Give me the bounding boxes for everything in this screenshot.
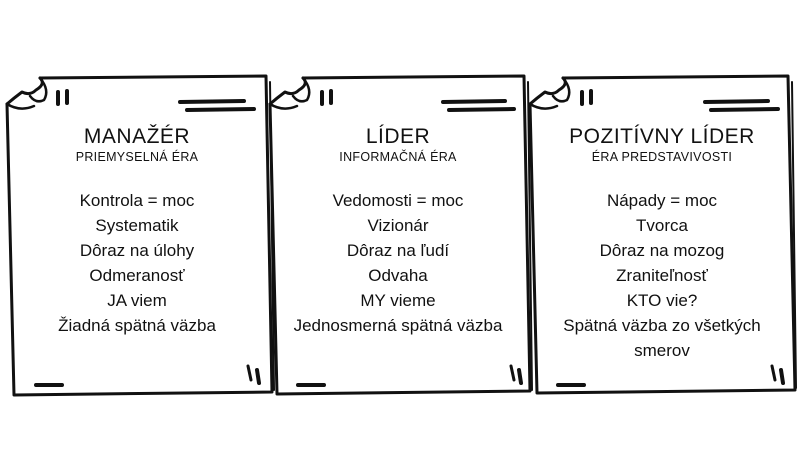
list-item: Žiadná spätná väzba	[58, 316, 216, 335]
card-title: MANAŽÉR	[83, 125, 191, 148]
list-item: JA viem	[107, 291, 167, 310]
card-subtitle: ÉRA PREDSTAVIVOSTI	[591, 150, 733, 164]
list-item: Vedomosti = moc	[332, 191, 464, 210]
list-item: Dôraz na ľudí	[346, 241, 450, 260]
list-item: Dôraz na mozog	[599, 241, 725, 260]
list-item: Dôraz na úlohy	[79, 241, 195, 260]
card-manager: MANAŽÉR PRIEMYSELNÁ ÉRA Kontrola = moc S…	[17, 124, 257, 338]
card-title: LÍDER	[365, 125, 431, 148]
list-item: Kontrola = moc	[79, 191, 195, 210]
card-leader: LÍDER INFORMAČNÁ ÉRA Vedomosti = moc Viz…	[278, 124, 518, 338]
card-item-list: Nápady = moc Tvorca Dôraz na mozog Zrani…	[542, 188, 782, 363]
list-item: Vizionár	[367, 216, 429, 235]
list-item: Zraniteľnosť	[616, 266, 708, 285]
list-item: Odmeranosť	[89, 266, 185, 285]
list-item: Odvaha	[368, 266, 428, 285]
list-item: KTO vie?	[626, 291, 698, 310]
card-title: POZITÍVNY LÍDER	[569, 125, 755, 148]
list-item: Spätná väzba zo všetkých smerov	[563, 316, 761, 360]
card-item-list: Vedomosti = moc Vizionár Dôraz na ľudí O…	[278, 188, 518, 338]
card-subtitle: INFORMAČNÁ ÉRA	[339, 150, 457, 164]
list-item: MY vieme	[360, 291, 436, 310]
document-sheet-icon	[528, 74, 797, 395]
card-positive-leader: POZITÍVNY LÍDER ÉRA PREDSTAVIVOSTI Nápad…	[542, 124, 782, 363]
card-item-list: Kontrola = moc Systematik Dôraz na úlohy…	[17, 188, 257, 338]
list-item: Systematik	[95, 216, 179, 235]
document-sheet-icon	[268, 74, 533, 396]
list-item: Tvorca	[636, 216, 688, 235]
card-subtitle: PRIEMYSELNÁ ÉRA	[75, 150, 199, 164]
list-item: Nápady = moc	[606, 191, 718, 210]
list-item: Jednosmerná spätná väzba	[293, 316, 503, 335]
